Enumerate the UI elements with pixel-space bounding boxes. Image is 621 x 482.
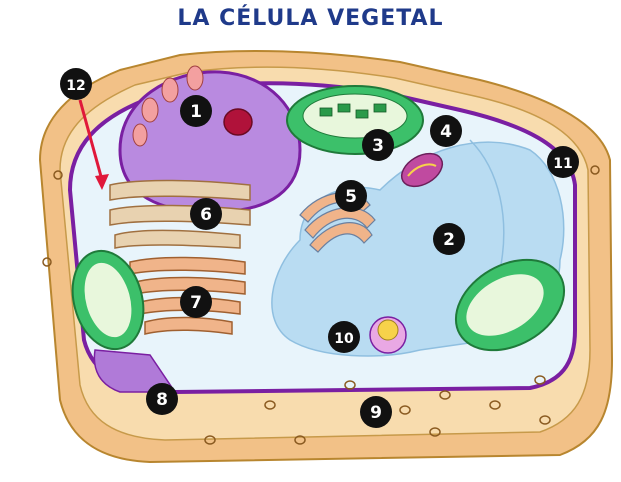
badge-5: 5 [335,180,367,212]
svg-text:6: 6 [200,205,212,225]
peroxisome-vesicle [370,317,406,353]
badge-7: 7 [180,286,212,318]
svg-text:12: 12 [66,78,85,94]
badge-2: 2 [433,223,465,255]
svg-text:4: 4 [440,122,452,142]
svg-text:9: 9 [370,403,382,423]
badge-8: 8 [146,383,178,415]
svg-text:5: 5 [345,187,357,207]
svg-text:8: 8 [156,390,168,410]
badge-9: 9 [360,396,392,428]
svg-text:11: 11 [553,156,572,172]
rough-er [110,180,250,248]
nucleolus [224,109,252,135]
badge-3: 3 [362,129,394,161]
badge-11: 11 [547,146,579,178]
svg-text:7: 7 [190,293,202,313]
badge-10: 10 [328,321,360,353]
svg-text:2: 2 [443,230,455,250]
svg-text:10: 10 [334,331,354,347]
badge-4: 4 [430,115,462,147]
svg-text:1: 1 [190,102,202,122]
badge-6: 6 [190,198,222,230]
svg-text:3: 3 [372,136,384,156]
chloroplast-top [287,86,423,154]
badge-1: 1 [180,95,212,127]
badge-12: 12 [60,68,92,100]
